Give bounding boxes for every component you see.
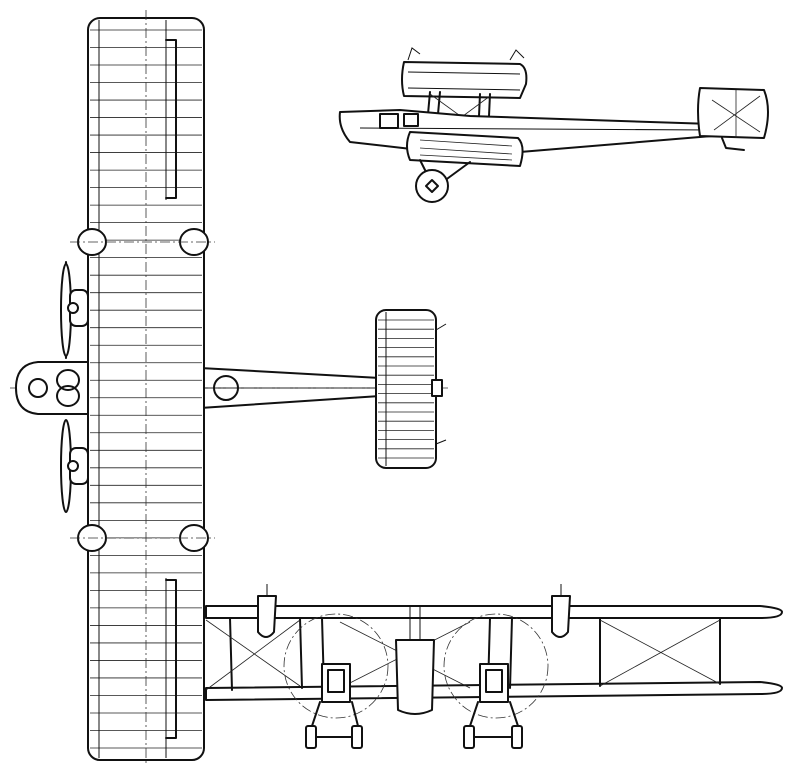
front-elevation xyxy=(205,584,783,749)
fuselage-front xyxy=(395,639,435,715)
interplane-struts-front xyxy=(229,617,721,691)
aileron-upper xyxy=(165,39,177,199)
plan-view xyxy=(10,10,448,766)
tailplane-ribs xyxy=(378,319,434,459)
propeller-lower xyxy=(60,419,89,513)
propeller-disc-right xyxy=(443,613,549,719)
tailplane-plan xyxy=(375,309,437,469)
upper-wing-front xyxy=(205,605,783,619)
main-wheel-side xyxy=(415,169,449,203)
undercarriage-front xyxy=(305,701,523,749)
fuselage-hatch xyxy=(213,375,239,401)
propeller-disc-left xyxy=(283,613,389,719)
outboard-engine-right xyxy=(551,595,571,638)
side-elevation xyxy=(338,47,769,203)
engine-nacelles-plan xyxy=(70,228,215,552)
aileron-lower xyxy=(165,579,177,739)
propeller-upper xyxy=(60,261,89,359)
lower-wing-side xyxy=(406,131,524,167)
upper-wing-side xyxy=(401,61,528,99)
outboard-engine-left xyxy=(257,595,277,638)
nose-plan xyxy=(15,361,91,415)
